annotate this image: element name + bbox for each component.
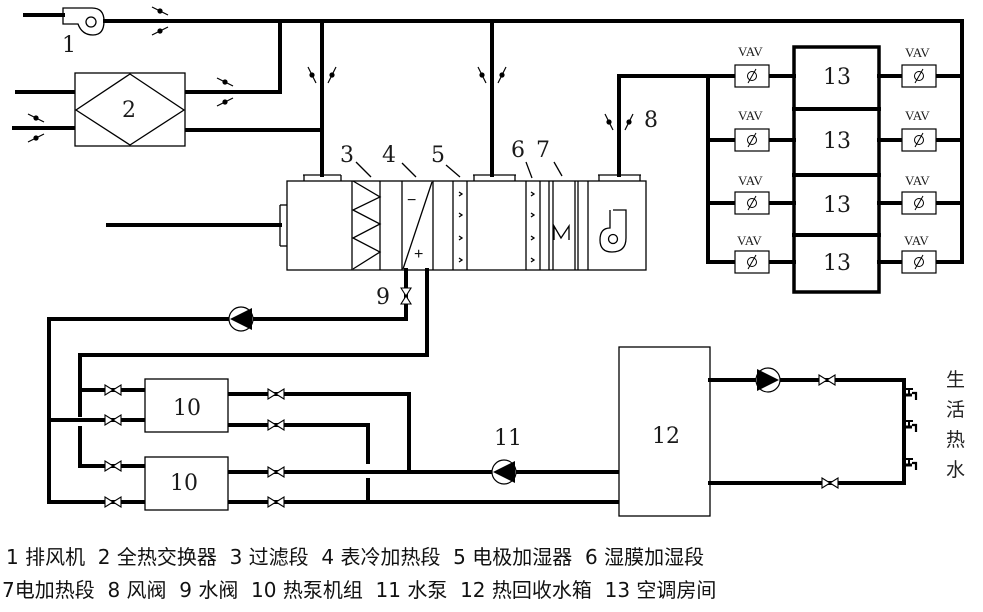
dhw-label-char: 水 xyxy=(946,459,965,481)
coil-section xyxy=(402,181,433,270)
room-3-label: 13 xyxy=(823,193,851,218)
vav-label: VAV xyxy=(904,233,929,248)
label-4: 4 xyxy=(382,143,396,168)
electric-heater xyxy=(553,223,570,240)
valve-hp2-in2[interactable] xyxy=(104,496,122,508)
valve-hp2-out[interactable] xyxy=(267,466,285,478)
valve-hp1-in2[interactable] xyxy=(104,414,122,426)
coil-plus-sign: + xyxy=(414,246,423,263)
vav-label: VAV xyxy=(737,233,762,248)
dhw-label-char: 生 xyxy=(946,369,965,391)
dhw-label-char: 活 xyxy=(946,399,965,421)
label-6: 6 xyxy=(511,138,525,163)
vav-supply-1[interactable] xyxy=(734,64,770,88)
legend-line-1: 1 排风机 2 全热交换器 3 过滤段 4 表冷加热段 5 电极加湿器 6 湿膜… xyxy=(6,545,704,569)
vav-return-2[interactable] xyxy=(901,128,937,152)
label-9: 9 xyxy=(376,285,390,310)
heat-pump-unit-2 xyxy=(144,456,229,511)
faucet-icon[interactable] xyxy=(904,457,918,472)
vav-return-4[interactable] xyxy=(901,250,937,274)
faucet-icon[interactable] xyxy=(904,387,918,402)
membrane-humidifier xyxy=(530,191,536,263)
vav-supply-2[interactable] xyxy=(734,128,770,152)
rooms xyxy=(792,45,881,294)
dhw-label-char: 热 xyxy=(946,429,965,451)
domestic-hot-water-loop xyxy=(708,378,906,485)
room-2-label: 13 xyxy=(823,129,851,154)
electrode-humidifier xyxy=(458,191,464,263)
vav-label: VAV xyxy=(905,45,930,60)
vav-label: VAV xyxy=(738,173,763,188)
room-4-label: 13 xyxy=(823,251,851,276)
coil-minus-sign: − xyxy=(407,192,416,209)
vav-label: VAV xyxy=(905,108,930,123)
vav-label: VAV xyxy=(738,44,763,59)
legend-line-2: 7电加热段 8 风阀 9 水阀 10 热泵机组 11 水泵 12 热回收水箱 1… xyxy=(2,578,716,602)
label-3: 3 xyxy=(340,143,354,168)
valve-hp1-out[interactable] xyxy=(267,388,285,400)
exhaust-duct xyxy=(103,19,964,264)
vav-return-1[interactable] xyxy=(901,64,937,88)
water-valve-9[interactable] xyxy=(400,287,412,305)
valve-hp2-out2[interactable] xyxy=(267,496,285,508)
valve-dhw-supply[interactable] xyxy=(818,374,836,386)
faucet-icon[interactable] xyxy=(904,419,918,434)
pump-coil-loop[interactable] xyxy=(228,306,254,332)
label-7: 7 xyxy=(536,138,550,163)
vav-return-3[interactable] xyxy=(901,191,937,215)
vav-label: VAV xyxy=(738,108,763,123)
ahu-labels: 3 4 5 6 7 xyxy=(340,138,563,179)
vav-label: VAV xyxy=(905,173,930,188)
exhaust-fan xyxy=(23,7,105,36)
label-2: 2 xyxy=(122,98,136,123)
valve-dhw-return[interactable] xyxy=(821,477,839,489)
valve-hp1-out2[interactable] xyxy=(267,419,285,431)
chilled-water-piping xyxy=(47,268,621,504)
label-10a: 10 xyxy=(173,396,201,421)
supply-fan xyxy=(599,209,627,253)
valve-hp1-in[interactable] xyxy=(104,384,122,396)
air-handling-unit xyxy=(106,174,647,271)
label-10b: 10 xyxy=(170,471,198,496)
valve-hp2-in[interactable] xyxy=(104,460,122,472)
heat-recovery-tank xyxy=(618,346,711,517)
room-1-label: 13 xyxy=(823,65,851,90)
label-5: 5 xyxy=(431,143,445,168)
label-8: 8 xyxy=(644,108,658,133)
hot-water-pump[interactable] xyxy=(755,367,781,393)
filter-section xyxy=(351,180,382,270)
label-11: 11 xyxy=(494,426,522,451)
vav-supply-3[interactable] xyxy=(734,191,770,215)
vav-supply-4[interactable] xyxy=(734,250,770,274)
label-12: 12 xyxy=(652,424,680,449)
label-1: 1 xyxy=(62,33,76,58)
water-pump-11[interactable] xyxy=(491,459,517,485)
heat-exchanger xyxy=(12,72,186,147)
heat-pump-unit-1 xyxy=(144,378,229,433)
